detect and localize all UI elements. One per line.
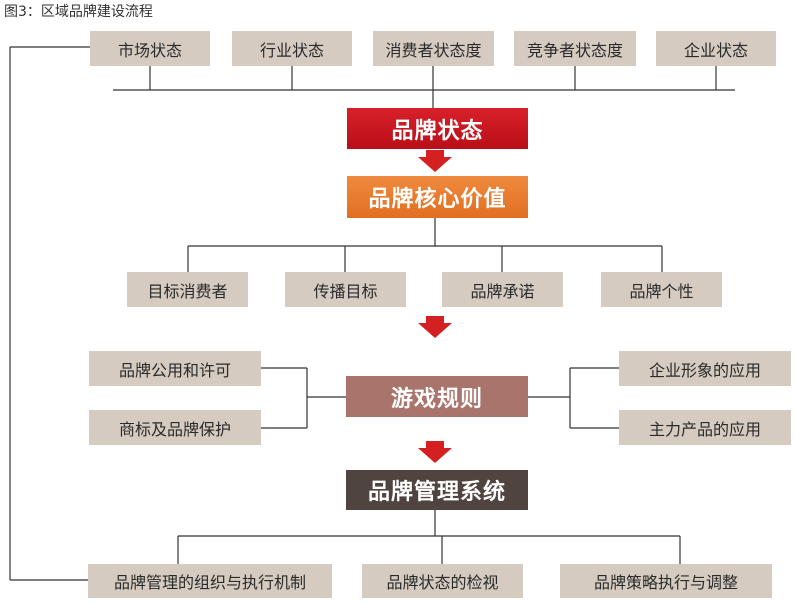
rule-box-corporate-image: 企业形象的应用 (619, 351, 791, 386)
core-box-communication-goal: 传播目标 (285, 272, 406, 307)
top-box-market-status: 市场状态 (90, 31, 210, 66)
top-box-consumer-status: 消费者状态度 (373, 31, 494, 66)
brand-status-box: 品牌状态 (347, 108, 528, 149)
core-box-brand-personality: 品牌个性 (601, 272, 722, 307)
rule-box-main-product: 主力产品的应用 (619, 410, 791, 445)
top-box-industry-status: 行业状态 (232, 31, 352, 66)
brand-core-value-box: 品牌核心价值 (347, 176, 528, 218)
rule-box-trademark-protection: 商标及品牌保护 (89, 410, 261, 445)
down-arrow-3 (418, 441, 452, 463)
rule-box-public-license: 品牌公用和许可 (89, 351, 261, 386)
down-arrow-1 (418, 150, 452, 172)
bottom-box-status-review: 品牌状态的检视 (362, 564, 523, 598)
bottom-box-org-mechanism: 品牌管理的组织与执行机制 (88, 564, 332, 598)
core-box-brand-promise: 品牌承诺 (442, 272, 563, 307)
brand-management-system-box: 品牌管理系统 (346, 470, 528, 510)
game-rules-box: 游戏规则 (346, 376, 528, 417)
down-arrow-2 (418, 316, 452, 338)
figure-caption: 图3：区域品牌建设流程 (4, 4, 153, 20)
top-box-competitor-status: 竞争者状态度 (514, 31, 636, 66)
bottom-box-strategy-adjustment: 品牌策略执行与调整 (560, 564, 772, 598)
top-box-enterprise-status: 企业状态 (656, 31, 776, 66)
core-box-target-consumer: 目标消费者 (127, 272, 248, 307)
